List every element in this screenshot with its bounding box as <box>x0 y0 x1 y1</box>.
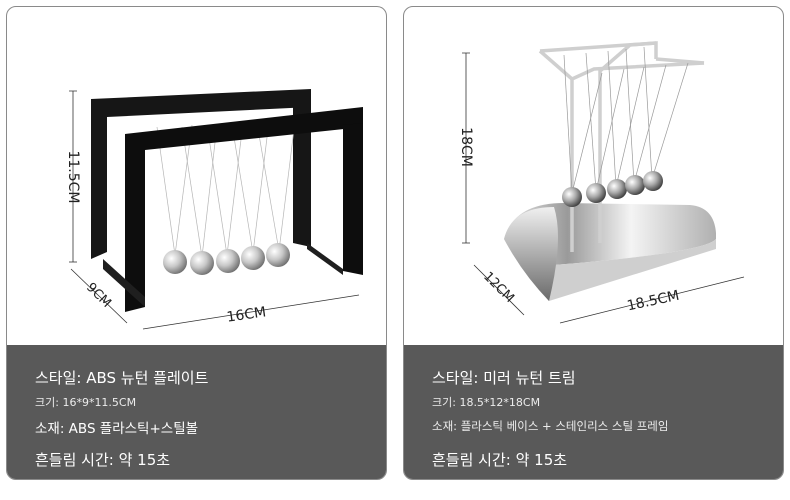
material-text: 소재: ABS 플라스틱+스틸볼 <box>35 421 199 437</box>
style-text: 스타일: ABS 뉴턴 플레이트 <box>35 369 209 387</box>
size-text: 크기: 18.5*12*18CM <box>432 396 541 409</box>
dimension-lines <box>69 90 360 330</box>
product-photo-abs-cradle: 11.5CM 9CM 16CM <box>7 7 386 345</box>
material-text: 소재: 플라스틱 베이스 + 스테인리스 스틸 프레임 <box>432 419 669 433</box>
mirror-base <box>504 203 716 301</box>
front-frame <box>103 107 363 312</box>
cradle-strings <box>156 120 296 258</box>
steel-balls <box>163 243 290 275</box>
mirror-frame <box>538 41 705 252</box>
dimension-width-label: 16CM <box>226 304 268 325</box>
dimension-width-label: 18.5CM <box>626 288 681 315</box>
product-card-mirror: 18CM 12CM 18.5CM 스타일: 미러 뉴턴 트림 크기: 18.5*… <box>403 6 784 480</box>
swing-time-text: 흔들림 시간: 약 15초 <box>432 451 568 469</box>
dimension-height-label: 11.5CM <box>65 150 81 203</box>
product-photo-mirror-cradle: 18CM 12CM 18.5CM <box>404 7 783 345</box>
dimension-lines-mirror <box>462 52 745 324</box>
style-text: 스타일: 미러 뉴턴 트림 <box>432 369 576 387</box>
spec-panel: 스타일: 미러 뉴턴 트림 크기: 18.5*12*18CM 소재: 플라스틱 … <box>404 345 783 479</box>
cradle-strings-mirror <box>563 46 689 194</box>
steel-balls-mirror <box>562 171 663 207</box>
swing-time-text: 흔들림 시간: 약 15초 <box>35 451 171 469</box>
product-card-abs: 11.5CM 9CM 16CM 스타일: ABS 뉴턴 플레이트 크기: 16*… <box>6 6 387 480</box>
dimension-height-label: 18CM <box>458 127 474 167</box>
spec-panel: 스타일: ABS 뉴턴 플레이트 크기: 16*9*11.5CM 소재: ABS… <box>7 345 386 479</box>
dimension-depth-label: 12CM <box>480 269 517 306</box>
back-frame <box>91 89 311 259</box>
size-text: 크기: 16*9*11.5CM <box>35 396 137 409</box>
